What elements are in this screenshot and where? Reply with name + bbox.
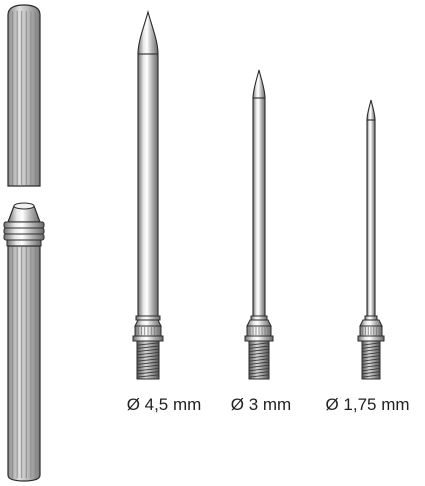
handle-collar-base xyxy=(6,239,42,247)
tip-flange xyxy=(244,335,274,342)
tip-label-4-5mm: Ø 4,5 mm xyxy=(126,395,202,414)
tip-thread-line xyxy=(248,367,270,372)
tip-thread-line xyxy=(248,358,270,362)
tip-neck xyxy=(135,315,161,321)
tip-cone xyxy=(137,9,159,55)
tip-flange xyxy=(132,335,164,342)
tip-thread-line xyxy=(248,371,270,375)
tip-shaft xyxy=(252,97,266,319)
tip-4-5mm xyxy=(132,9,164,380)
tip-thread-line xyxy=(361,371,381,375)
tip-collar-cone xyxy=(134,319,162,327)
handle-collar-ring xyxy=(3,227,45,235)
tip-thread-line xyxy=(136,374,160,378)
tip-thread-line xyxy=(248,374,270,378)
tip-3mm xyxy=(244,69,274,380)
handle-collar-ring xyxy=(3,221,45,229)
tip-thread-line xyxy=(361,374,381,378)
handle-grip-body xyxy=(7,245,41,482)
tip-thread-line xyxy=(136,364,160,369)
tip-neck xyxy=(364,315,378,321)
tip-cone xyxy=(252,69,266,99)
tip-thread-line xyxy=(136,342,160,346)
handle-cap-body xyxy=(7,4,41,187)
tip-cone xyxy=(366,99,376,121)
handle-collar-ring xyxy=(3,233,45,241)
tip-collar-cone xyxy=(246,319,272,327)
tip-thread-line xyxy=(361,348,381,353)
tip-thread-line xyxy=(136,355,160,359)
tip-thread-line xyxy=(361,355,381,359)
tip-shaft xyxy=(366,119,376,319)
tip-thread-line xyxy=(361,367,381,372)
tip-thread-line xyxy=(248,364,270,369)
tip-thread-line xyxy=(136,348,160,353)
tip-thread-line xyxy=(136,345,160,349)
tip-thread-line xyxy=(361,364,381,369)
tip-label-1-75mm: Ø 1,75 mm xyxy=(325,395,410,414)
handle-grip xyxy=(3,202,45,482)
tip-collar-cone xyxy=(359,319,383,327)
tip-thread-line xyxy=(136,361,160,365)
tip-thread-line xyxy=(248,345,270,349)
tip-thread-line xyxy=(248,355,270,359)
tip-thread-line xyxy=(136,358,160,362)
tip-thread-line xyxy=(136,371,160,375)
tip-thread-line xyxy=(248,351,270,356)
tip-thread-line xyxy=(136,351,160,356)
tip-thread-line xyxy=(136,367,160,372)
tip-thread-line xyxy=(361,345,381,349)
tip-neck xyxy=(250,315,268,321)
tip-shaft xyxy=(137,53,159,319)
tip-thread-line xyxy=(248,342,270,346)
tip-thread-line xyxy=(248,361,270,365)
handle-cap xyxy=(7,4,41,187)
tip-thread-line xyxy=(248,348,270,353)
handle-collar-top xyxy=(13,202,35,210)
tip-thread-line xyxy=(361,358,381,362)
tip-flange xyxy=(357,335,385,342)
tip-thread-line xyxy=(361,361,381,365)
tip-label-3mm: Ø 3 mm xyxy=(230,395,292,414)
tip-thread-line xyxy=(361,351,381,356)
tip-1-75mm xyxy=(357,99,385,380)
tip-thread-line xyxy=(361,342,381,346)
